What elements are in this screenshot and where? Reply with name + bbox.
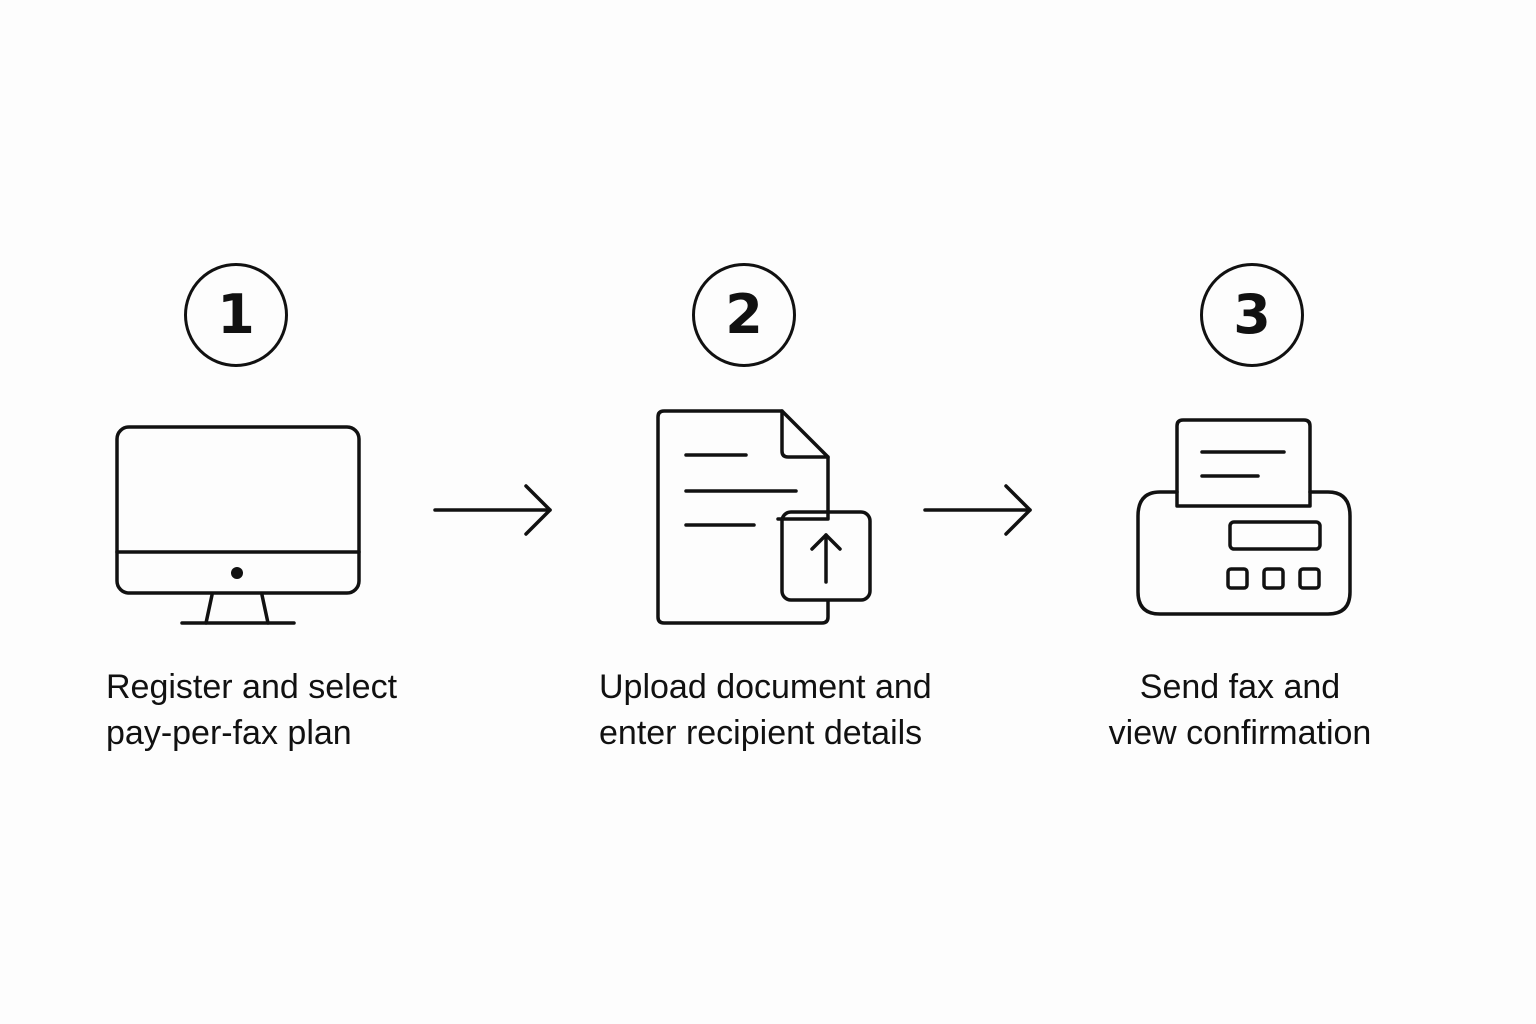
document-upload-icon <box>656 409 872 625</box>
fax-machine-icon <box>1136 418 1352 616</box>
caption-line: Register and select <box>106 668 398 706</box>
step-number-1: 1 <box>184 263 288 367</box>
step-caption-2: Upload document and enter recipient deta… <box>599 664 932 756</box>
caption-line: pay-per-fax plan <box>106 714 352 752</box>
caption-line: Send fax and <box>1139 668 1341 706</box>
step-number-label: 1 <box>217 283 255 346</box>
caption-line: view confirmation <box>1108 714 1372 752</box>
step-number-2: 2 <box>692 263 796 367</box>
step-number-label: 3 <box>1233 283 1271 346</box>
step-caption-1: Register and select pay-per-fax plan <box>106 664 397 756</box>
arrow-right-icon <box>923 484 1032 536</box>
step-number-label: 2 <box>725 283 763 346</box>
step-caption-3: Send fax and view confirmation <box>1090 664 1390 756</box>
caption-line: enter recipient details <box>599 714 923 752</box>
arrow-right-icon <box>433 484 552 536</box>
caption-line: Upload document and <box>599 668 932 706</box>
step-number-3: 3 <box>1200 263 1304 367</box>
desktop-monitor-icon <box>115 425 361 625</box>
